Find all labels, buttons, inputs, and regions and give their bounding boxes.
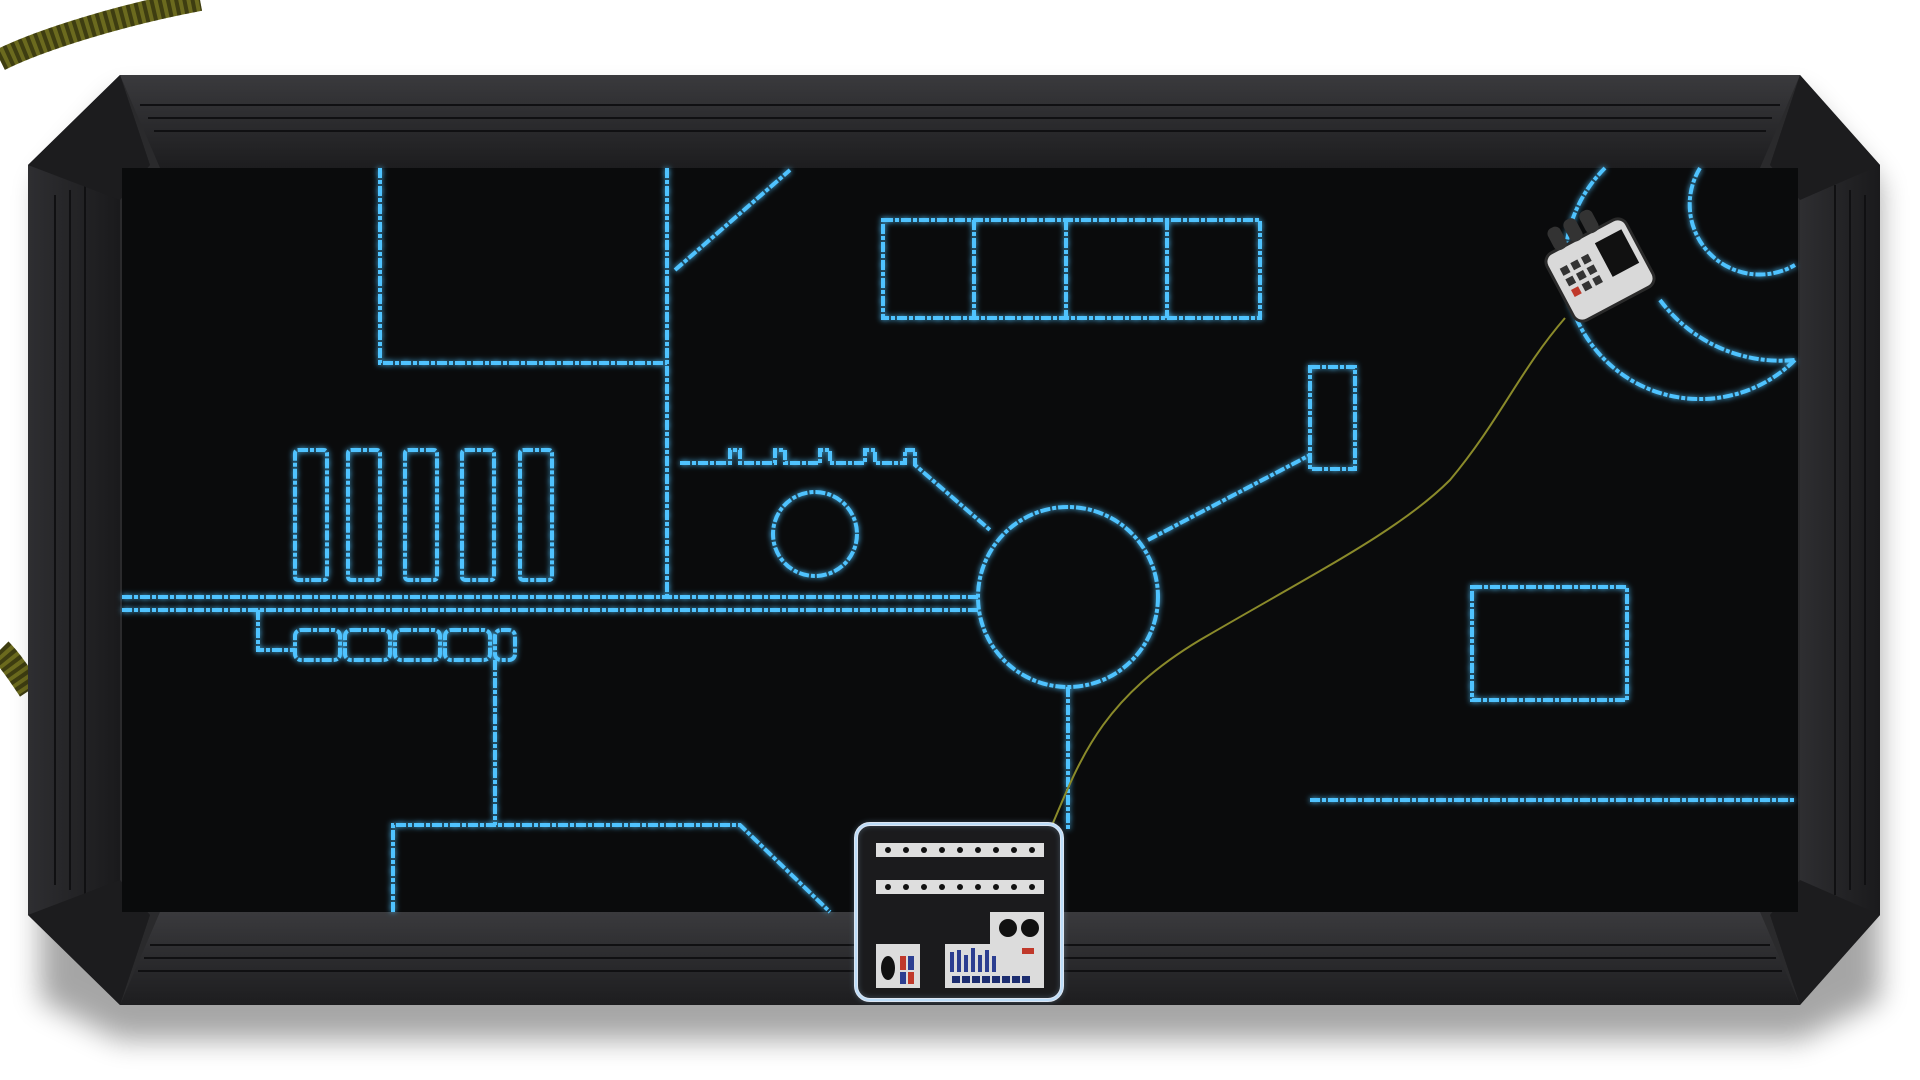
circuit-node xyxy=(771,490,859,578)
circuit-cell xyxy=(343,628,392,662)
circuit-trace xyxy=(673,168,792,272)
panel-rail-bottom xyxy=(876,880,1044,894)
circuit-trace xyxy=(391,823,832,914)
circuit-trace xyxy=(1562,166,1797,402)
panel-dial-icon[interactable] xyxy=(1021,919,1039,937)
circuit-cell xyxy=(393,628,442,662)
circuit-trace xyxy=(378,168,667,365)
circuit-slot xyxy=(1470,585,1629,702)
circuit-paths xyxy=(122,166,1797,914)
circuit-cell xyxy=(493,628,517,662)
handheld-grip-icon xyxy=(1547,209,1599,251)
panel-keyboard-module[interactable] xyxy=(945,912,1044,988)
circuit-cell xyxy=(346,448,382,582)
circuit-trace xyxy=(1687,166,1797,277)
handheld-device[interactable] xyxy=(1532,196,1657,325)
panel-switch-module[interactable] xyxy=(876,944,920,988)
circuit-cell xyxy=(460,448,496,582)
circuit-cell xyxy=(403,448,439,582)
circuit-board xyxy=(122,168,1798,912)
control-panel[interactable] xyxy=(854,822,1064,1002)
circuit-trace xyxy=(680,448,992,532)
power-cable xyxy=(0,0,203,697)
circuit-cell xyxy=(518,448,554,582)
handheld-screen xyxy=(1594,229,1640,277)
circuit-cell xyxy=(293,448,329,582)
circuit-trace xyxy=(1147,453,1311,542)
signal-wire xyxy=(1049,317,1566,831)
circuit-cell xyxy=(293,628,342,662)
handheld-keypad-icon xyxy=(1559,253,1603,298)
circuit-trace xyxy=(256,610,295,652)
circuit-slot xyxy=(1308,365,1357,471)
panel-dial-icon[interactable] xyxy=(999,919,1017,937)
panel-rail-top xyxy=(876,843,1044,857)
circuit-slot xyxy=(881,218,1262,320)
circuit-cell xyxy=(443,628,492,662)
circuit-trace xyxy=(1658,298,1796,363)
